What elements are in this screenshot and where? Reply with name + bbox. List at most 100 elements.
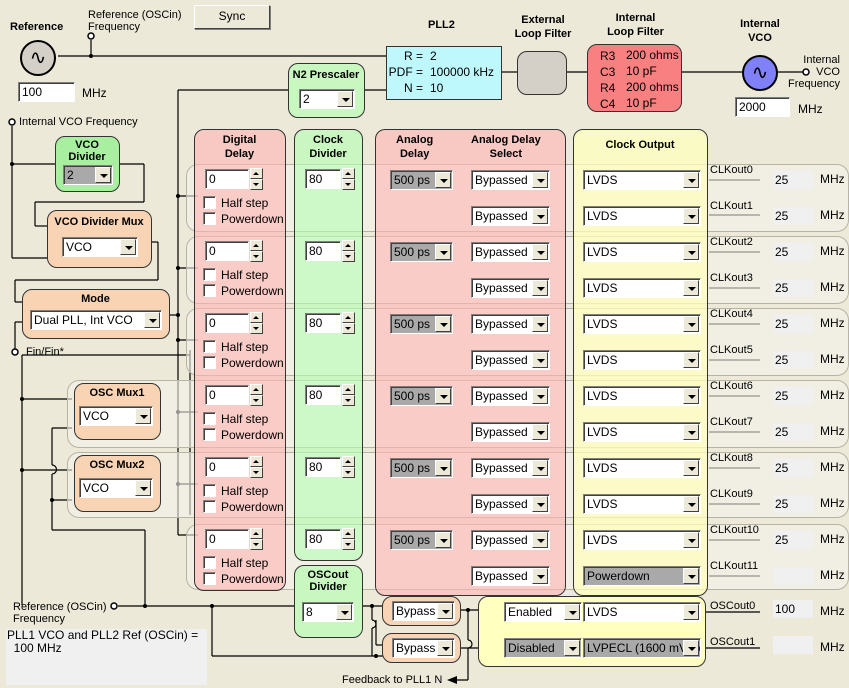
oscout-divider-select[interactable]: 8 <box>302 602 354 622</box>
clock-divider-input[interactable]: 80 <box>305 241 341 261</box>
analog-delay-select-dropdown[interactable]: Bypassed <box>471 350 550 370</box>
oscout1-format-select[interactable]: LVPECL (1600 mVpp) <box>583 638 701 658</box>
spin-down-icon <box>342 179 355 190</box>
digital-delay-spinner[interactable] <box>250 456 263 478</box>
clock-divider-spinner[interactable] <box>342 240 355 262</box>
pll2-r-value: 2 <box>430 49 437 63</box>
clock-divider-input[interactable]: 80 <box>305 169 341 189</box>
powerdown-checkbox[interactable] <box>203 212 216 225</box>
oscout0-bypass-panel: Bypass <box>382 596 461 626</box>
clock-divider-input[interactable]: 80 <box>305 385 341 405</box>
powerdown-checkbox[interactable] <box>203 572 216 585</box>
half-step-checkbox[interactable] <box>203 268 216 281</box>
half-step-checkbox[interactable] <box>203 412 216 425</box>
digital-delay-spinner[interactable] <box>250 168 263 190</box>
external-loop-filter-box[interactable] <box>517 51 567 95</box>
clock-divider-spinner[interactable] <box>342 528 355 550</box>
analog-delay-select[interactable]: 500 ps <box>390 530 453 550</box>
reference-frequency-input[interactable]: 100 <box>18 82 75 102</box>
clock-output-format-select[interactable]: LVDS <box>583 350 701 370</box>
digital-delay-spinner[interactable] <box>250 384 263 406</box>
clock-output-format-select[interactable]: Powerdown <box>583 566 701 586</box>
clock-output-format-select[interactable]: LVDS <box>583 206 701 226</box>
analog-delay-select[interactable]: 500 ps <box>390 170 453 190</box>
powerdown-checkbox[interactable] <box>203 500 216 513</box>
spin-down-icon <box>250 179 263 190</box>
clock-output-format-select[interactable]: LVDS <box>583 314 701 334</box>
vco-divider-select[interactable]: 2 <box>63 165 113 185</box>
clock-divider-input[interactable]: 80 <box>305 529 341 549</box>
analog-delay-select-dropdown[interactable]: Bypassed <box>471 458 550 478</box>
analog-delay-select-dropdown[interactable]: Bypassed <box>471 530 550 550</box>
oscout1-bypass-select[interactable]: Bypass <box>392 638 455 658</box>
sync-button[interactable]: Sync <box>194 5 270 29</box>
powerdown-label: Powerdown <box>221 212 284 226</box>
osc-mux1-select[interactable]: VCO <box>79 406 153 426</box>
digital-delay-input[interactable]: 0 <box>205 241 249 261</box>
analog-delay-select-dropdown[interactable]: Bypassed <box>471 566 550 586</box>
analog-delay-select-dropdown[interactable]: Bypassed <box>471 242 550 262</box>
clock-divider-spinner[interactable] <box>342 168 355 190</box>
n2-prescaler-select[interactable]: 2 <box>299 89 355 109</box>
analog-delay-select-dropdown[interactable]: Bypassed <box>471 422 550 442</box>
select-value: 2 <box>303 92 310 106</box>
oscout0-enable-select[interactable]: Enabled <box>504 602 582 622</box>
clock-output-format-select[interactable]: LVDS <box>583 458 701 478</box>
clock-output-format-select[interactable]: LVDS <box>583 386 701 406</box>
clkout-frequency: 25 <box>773 459 813 477</box>
clkout-frequency: 25 <box>773 387 813 405</box>
osc-mux2-select[interactable]: VCO <box>79 478 153 498</box>
clock-divider-spinner[interactable] <box>342 384 355 406</box>
clock-output-format-select[interactable]: LVDS <box>583 278 701 298</box>
analog-delay-select-dropdown[interactable]: Bypassed <box>471 278 550 298</box>
clock-divider-input[interactable]: 80 <box>305 313 341 333</box>
analog-delay-select-dropdown[interactable]: Bypassed <box>471 386 550 406</box>
clock-output-format-select[interactable]: LVDS <box>583 530 701 550</box>
analog-delay-select[interactable]: 500 ps <box>390 458 453 478</box>
spin-down-icon <box>250 323 263 334</box>
clock-divider-input[interactable]: 80 <box>305 457 341 477</box>
digital-delay-input[interactable]: 0 <box>205 169 249 189</box>
select-value: Bypassed <box>475 317 528 331</box>
powerdown-checkbox[interactable] <box>203 284 216 297</box>
clock-output-format-select[interactable]: LVDS <box>583 242 701 262</box>
select-value: LVDS <box>587 209 618 223</box>
half-step-checkbox[interactable] <box>203 340 216 353</box>
oscout0-bypass-select[interactable]: Bypass <box>392 601 455 621</box>
mode-select[interactable]: Dual PLL, Int VCO <box>30 310 162 330</box>
half-step-checkbox[interactable] <box>203 484 216 497</box>
powerdown-checkbox[interactable] <box>203 356 216 369</box>
analog-delay-select-dropdown[interactable]: Bypassed <box>471 494 550 514</box>
analog-delay-select-dropdown[interactable]: Bypassed <box>471 314 550 334</box>
digital-delay-input[interactable]: 0 <box>205 385 249 405</box>
clock-output-format-select[interactable]: LVDS <box>583 170 701 190</box>
half-step-checkbox[interactable] <box>203 196 216 209</box>
clkout-frequency: 25 <box>773 315 813 333</box>
analog-delay-select-dropdown[interactable]: Bypassed <box>471 170 550 190</box>
powerdown-label: Powerdown <box>221 284 284 298</box>
half-step-checkbox[interactable] <box>203 556 216 569</box>
digital-delay-input[interactable]: 0 <box>205 457 249 477</box>
clock-output-format-select[interactable]: LVDS <box>583 422 701 442</box>
digital-delay-spinner[interactable] <box>250 240 263 262</box>
clkout-unit: MHz <box>820 424 845 438</box>
analog-delay-select-dropdown[interactable]: Bypassed <box>471 206 550 226</box>
internal-vco-frequency-input[interactable]: 2000 <box>735 97 790 117</box>
analog-delay-select[interactable]: 500 ps <box>390 242 453 262</box>
powerdown-checkbox[interactable] <box>203 428 216 441</box>
digital-delay-input[interactable]: 0 <box>205 313 249 333</box>
clock-output-format-select[interactable]: LVDS <box>583 494 701 514</box>
clock-divider-spinner[interactable] <box>342 312 355 334</box>
vco-divider-mux-select[interactable]: VCO <box>62 237 138 257</box>
digital-delay-spinner[interactable] <box>250 312 263 334</box>
spin-down-icon <box>342 395 355 406</box>
clock-divider-spinner[interactable] <box>342 456 355 478</box>
clkout-label: CLKout0 <box>710 164 753 176</box>
digital-delay-input[interactable]: 0 <box>205 529 249 549</box>
analog-delay-select[interactable]: 500 ps <box>390 314 453 334</box>
digital-delay-spinner[interactable] <box>250 528 263 550</box>
oscout0-format-select[interactable]: LVDS <box>583 602 701 622</box>
oscout1-enable-select[interactable]: Disabled <box>504 638 582 658</box>
analog-delay-select[interactable]: 500 ps <box>390 386 453 406</box>
